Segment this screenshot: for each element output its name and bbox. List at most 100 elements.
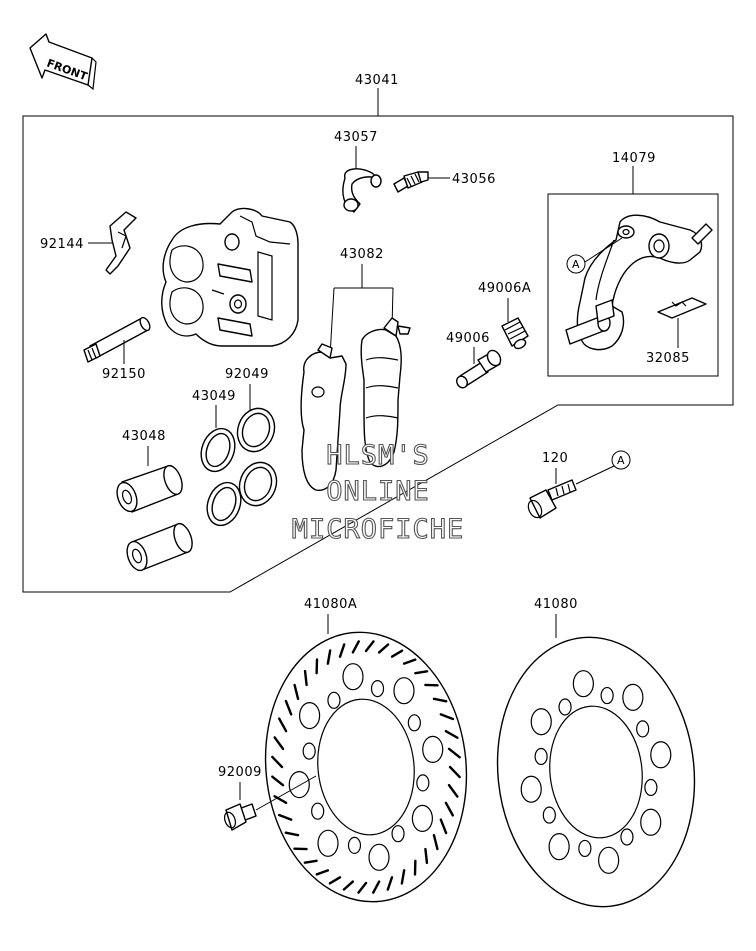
disc-slot <box>315 869 330 876</box>
disc-hole <box>558 698 572 716</box>
disc-slot <box>271 775 285 787</box>
caliper-body-part <box>161 207 299 347</box>
brake-pad-front-part <box>300 343 347 491</box>
disc-hole <box>370 679 385 698</box>
piston-lower-part <box>126 522 193 572</box>
disc-slot <box>277 813 293 821</box>
disc-slot <box>271 755 284 769</box>
callout-a-circle-2 <box>611 450 631 470</box>
disc-cutout <box>520 775 542 803</box>
label-49006: 49006 <box>446 331 490 346</box>
disc-slot <box>448 765 461 779</box>
disc-cutout <box>650 741 672 769</box>
pad-spring-part <box>105 211 137 275</box>
disc-cutout <box>548 833 570 861</box>
bleeder-valve-part <box>393 171 429 193</box>
brake-pad-rear-part <box>360 317 411 468</box>
brake-disc-part <box>496 636 696 908</box>
label-43049: 43049 <box>192 389 236 404</box>
disc-cutout <box>342 663 364 691</box>
disc-slot <box>273 795 288 805</box>
disc-hole <box>578 839 592 858</box>
callout-a-circle <box>566 254 586 274</box>
disc-slot <box>284 831 300 837</box>
disc-hole <box>644 778 658 797</box>
disc-bolt-part <box>223 803 257 831</box>
boot-part <box>456 349 502 389</box>
disc-cutout <box>368 843 390 871</box>
callout-a-label-1: A <box>572 258 580 271</box>
disc-cutout <box>317 829 339 857</box>
label-92049: 92049 <box>225 367 269 382</box>
label-41080: 41080 <box>534 597 578 612</box>
bleeder-cap-part <box>342 168 382 213</box>
disc-slot <box>447 747 461 759</box>
disc-cutout <box>288 771 310 799</box>
disc-slot <box>273 736 285 751</box>
disc-slot <box>293 683 300 701</box>
disc-slot <box>278 717 288 733</box>
disc-hole <box>311 802 325 820</box>
assembly-outline <box>22 115 734 593</box>
disc-hole <box>620 828 634 846</box>
disc-cutout <box>393 677 415 705</box>
label-41080A: 41080A <box>304 597 357 612</box>
seal-a-part <box>236 407 278 507</box>
label-120: 120 <box>542 451 568 466</box>
label-49006A: 49006A <box>478 281 531 296</box>
disc-slot <box>432 697 448 703</box>
label-43056: 43056 <box>452 172 496 187</box>
disc-slot <box>303 859 318 864</box>
disc-slot <box>328 876 342 885</box>
disc-hole <box>327 691 341 709</box>
disc-slot <box>444 729 459 739</box>
label-32085: 32085 <box>646 351 690 366</box>
disc-slot <box>439 713 455 721</box>
disc-slot <box>390 649 404 658</box>
disc-cutout <box>572 670 594 698</box>
disc-slot <box>326 649 332 665</box>
disc-slot <box>439 818 448 835</box>
disc-hole <box>391 825 405 843</box>
disc-hole <box>302 742 316 760</box>
disc-hole <box>416 774 430 792</box>
label-14079: 14079 <box>612 151 656 166</box>
disc-slot <box>424 847 429 865</box>
disc-slot <box>400 869 406 885</box>
disc-hole <box>636 720 650 738</box>
piston-upper-part <box>116 464 183 513</box>
front-arrow-icon: FRONT <box>29 33 97 91</box>
disc-slot <box>342 880 355 891</box>
disc-slot <box>386 876 394 891</box>
disc-cutout <box>598 846 620 874</box>
bracket-bolt-part <box>527 479 577 519</box>
label-92144: 92144 <box>40 237 84 252</box>
disc-cutout <box>411 804 434 832</box>
disc-slot <box>351 640 360 654</box>
disc-slot <box>402 658 417 665</box>
pad-clip-part <box>657 297 707 319</box>
disc-slot <box>414 670 429 675</box>
disc-hole <box>347 836 362 855</box>
disc-slot <box>284 699 293 716</box>
label-92009: 92009 <box>218 765 262 780</box>
label-43082: 43082 <box>340 247 384 262</box>
label-43041: 43041 <box>355 73 399 88</box>
disc-hole <box>534 747 548 766</box>
watermark-line-2: ONLINE <box>326 476 430 507</box>
disc-slot <box>338 643 346 658</box>
watermark-line-3: MICROFICHE <box>292 514 465 545</box>
disc-hole <box>542 806 556 824</box>
caliper-pin-part <box>83 316 151 363</box>
label-43048: 43048 <box>122 429 166 444</box>
disc-cutout <box>422 735 444 763</box>
disc-slot <box>372 880 381 894</box>
brake-disc-a-part <box>264 631 468 903</box>
disc-slot <box>444 801 454 817</box>
boot-a-part <box>501 317 529 350</box>
disc-slot <box>364 640 375 653</box>
watermark-line-1: HLSM'S <box>326 440 430 471</box>
disc-slot <box>357 881 368 894</box>
disc-slot <box>303 669 308 687</box>
